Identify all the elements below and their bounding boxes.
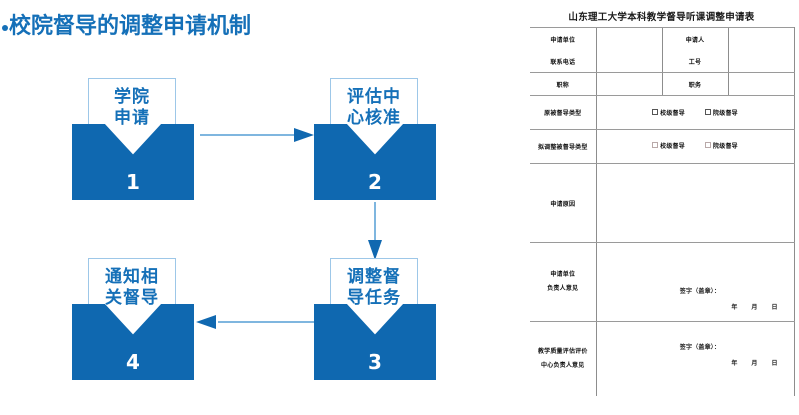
table-row-unit-head-opinion: 申请单位 负责人意见 签字（盖章）： 年 月 日 [530, 242, 795, 322]
table-row-applicant: 申请单位 申请人 [530, 27, 795, 50]
value-staff-id[interactable] [727, 50, 795, 73]
flow-node-4[interactable]: 通知相 关督导 4 [72, 258, 194, 380]
label-reason: 申请原因 [530, 163, 596, 243]
checkbox-original-school-level-label: 校级督导 [660, 110, 685, 117]
unit-head-signature-block: 签字（盖章）： 年 月 日 [599, 286, 792, 311]
unit-head-date-text: 年 月 日 [731, 304, 784, 311]
flow-node-1[interactable]: 学院 申请 1 [72, 78, 194, 200]
checkbox-square-icon [705, 109, 712, 115]
label-contact-phone: 联系电话 [530, 50, 596, 73]
application-form-panel: 山东理工大学本科教学督导听课调整申请表 申请单位 申请人 联系电话 工号 [524, 0, 799, 415]
flow-node-3-label-line1: 调整督 [347, 267, 401, 287]
flow-node-4-label: 通知相 关督导 [89, 267, 175, 308]
flow-node-2-label: 评估中 心核准 [331, 87, 417, 128]
checkbox-original-college-level-label: 院级督导 [713, 110, 738, 117]
checkbox-original-school-level[interactable]: 校级督导 [652, 108, 685, 117]
center-head-signature-block: 签字（盖章）： 年 月 日 [599, 342, 792, 367]
form-title: 山东理工大学本科教学督导听课调整申请表 [568, 12, 755, 23]
checkbox-adjusted-school-level-label: 校级督导 [660, 143, 685, 150]
flow-node-4-label-line2: 关督导 [105, 287, 159, 308]
arrow-head [294, 128, 314, 142]
arrow-head [196, 315, 216, 329]
center-head-signature-text: 签字（盖章）： [679, 344, 721, 351]
center-head-signature-area[interactable]: 签字（盖章）： 年 月 日 [595, 321, 795, 396]
label-center-head-opinion-line1: 教学质量评估评价 [537, 347, 588, 355]
flowchart-panel: 校院督导的调整申请机制 学院 申请 1 评估中 心核准 2 调整督 导任务 [2, 8, 436, 380]
unit-head-signature-area[interactable]: 签字（盖章）： 年 月 日 [595, 242, 795, 322]
label-unit-head-opinion-line1: 申请单位 [550, 270, 576, 278]
table-row-contact: 联系电话 工号 [530, 50, 795, 73]
label-unit-head-opinion: 申请单位 负责人意见 [530, 242, 596, 322]
checkbox-adjusted-college-level-label: 院级督导 [713, 143, 738, 150]
arrow-shaft [218, 321, 318, 323]
checkbox-square-icon [652, 142, 659, 148]
table-row-original-type: 原被督导类型 校级督导 院级督导 [530, 95, 795, 130]
arrow-shaft [200, 134, 296, 136]
flow-node-2-number: 2 [368, 170, 382, 194]
arrow-right-icon-1-to-2 [200, 128, 316, 142]
application-form-table: 申请单位 申请人 联系电话 工号 职称 职务 原被督导类型 [530, 27, 795, 396]
label-position: 职务 [661, 72, 728, 96]
flow-node-4-label-line1: 通知相 [105, 267, 159, 287]
flow-node-3-label: 调整督 导任务 [331, 267, 417, 308]
value-reason[interactable] [595, 163, 795, 243]
label-applicant-unit: 申请单位 [530, 27, 596, 50]
flow-node-2-label-line2: 心核准 [347, 107, 401, 128]
flow-node-2-label-line1: 评估中 [347, 87, 401, 107]
flow-node-1-number: 1 [126, 170, 140, 194]
flow-node-3[interactable]: 调整督 导任务 3 [314, 258, 436, 380]
flow-node-1-label: 学院 申请 [89, 87, 175, 128]
value-position[interactable] [727, 72, 795, 96]
arrow-shaft [374, 202, 376, 242]
label-unit-head-opinion-line2: 负责人意见 [547, 285, 579, 292]
page-title-text: 校院督导的调整申请机制 [9, 14, 252, 39]
flow-node-3-label-line2: 导任务 [347, 287, 401, 308]
label-applicant-person: 申请人 [661, 27, 728, 50]
label-title-rank: 职称 [530, 72, 596, 96]
center-head-date-text: 年 月 日 [731, 360, 784, 367]
label-staff-id: 工号 [661, 50, 728, 73]
label-center-head-opinion: 教学质量评估评价 中心负责人意见 [530, 321, 596, 396]
value-applicant-unit[interactable] [595, 27, 662, 50]
table-row-reason: 申请原因 [530, 163, 795, 243]
arrow-head [368, 240, 382, 260]
checkbox-square-icon [705, 142, 712, 148]
unit-head-signature-text: 签字（盖章）： [679, 288, 721, 295]
arrow-left-icon-3-to-4 [196, 315, 318, 329]
value-contact-phone[interactable] [595, 50, 662, 73]
value-title-rank[interactable] [595, 72, 662, 96]
table-row-center-head-opinion: 教学质量评估评价 中心负责人意见 签字（盖章）： 年 月 日 [530, 321, 795, 396]
flow-node-4-number: 4 [126, 350, 140, 374]
value-applicant-person[interactable] [727, 27, 795, 50]
label-center-head-opinion-line2: 中心负责人意见 [541, 362, 585, 369]
page-title: 校院督导的调整申请机制 [2, 8, 251, 40]
label-original-type: 原被督导类型 [530, 95, 596, 130]
checkbox-adjusted-college-level[interactable]: 院级督导 [705, 141, 738, 150]
table-row-adjusted-type: 拟调整被督导类型 校级督导 院级督导 [530, 129, 795, 164]
arrow-down-icon-2-to-3 [368, 202, 382, 260]
checkbox-original-college-level[interactable]: 院级督导 [705, 108, 738, 117]
original-type-options: 校级督导 院级督导 [595, 95, 795, 130]
checkbox-square-icon [652, 109, 659, 115]
flow-node-2[interactable]: 评估中 心核准 2 [314, 78, 436, 200]
table-row-rank: 职称 职务 [530, 72, 795, 96]
flow-node-3-number: 3 [368, 350, 382, 374]
checkbox-adjusted-school-level[interactable]: 校级督导 [652, 141, 685, 150]
flow-node-1-label-line1: 学院 [114, 87, 150, 107]
label-adjusted-type: 拟调整被督导类型 [530, 129, 596, 164]
flow-node-1-label-line2: 申请 [114, 107, 150, 128]
bullet-dot-icon [2, 25, 8, 31]
adjusted-type-options: 校级督导 院级督导 [595, 129, 795, 164]
